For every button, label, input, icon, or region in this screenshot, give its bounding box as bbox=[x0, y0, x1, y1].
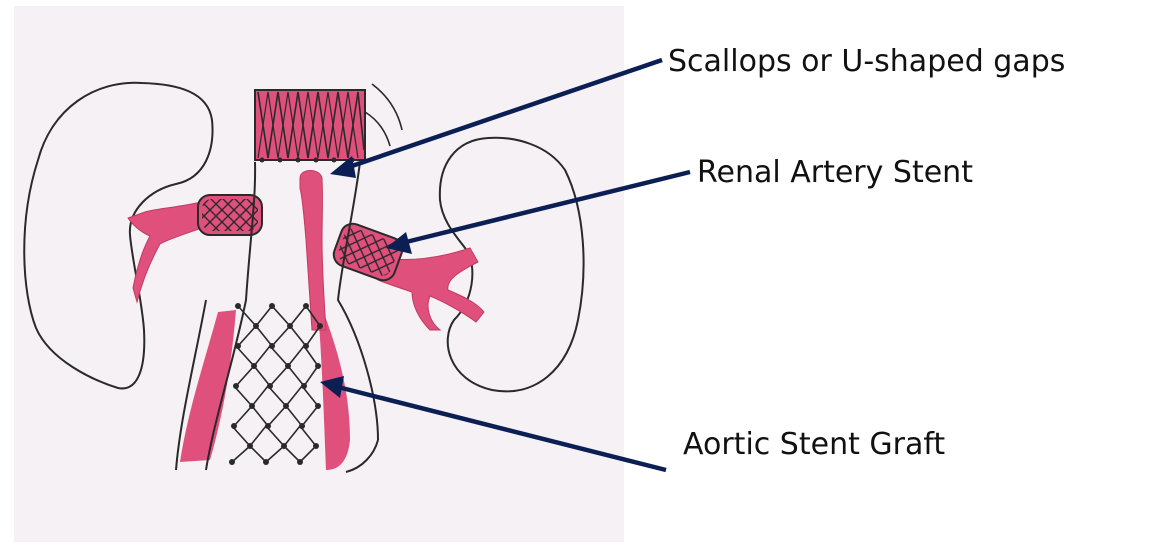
renal-artery-stent-label: Renal Artery Stent bbox=[697, 155, 973, 191]
aortic-stent-graft-label: Aortic Stent Graft bbox=[683, 427, 945, 463]
scallops-label: Scallops or U-shaped gaps bbox=[668, 44, 1065, 80]
right-renal-stent-mesh bbox=[202, 199, 258, 231]
